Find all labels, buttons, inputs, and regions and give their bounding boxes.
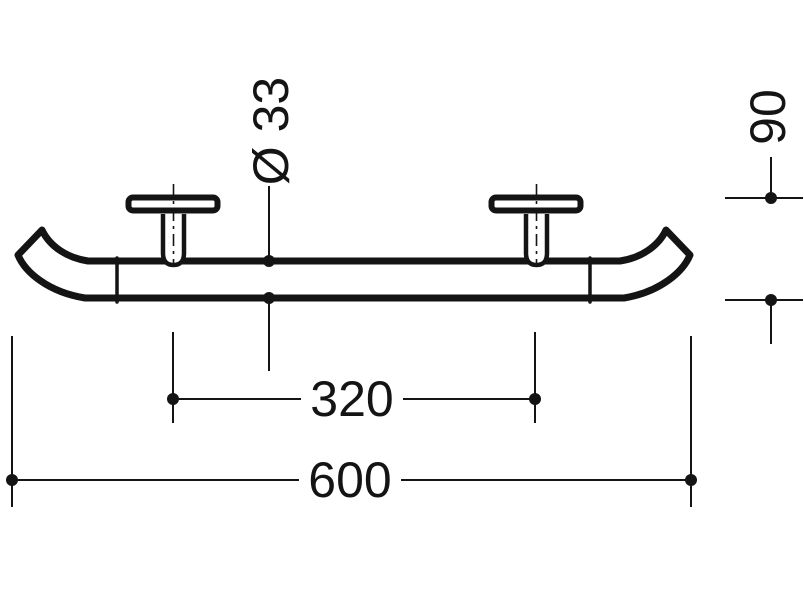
dimension-label-mounting-distance: 320 [310,371,393,427]
dimension-mounting-distance: 320 [167,332,541,427]
diameter-dot-top [263,255,275,267]
dimension-depth: 90 [725,89,803,344]
mounting-dot-right [529,393,541,405]
grab-bar [14,226,694,304]
dimension-label-overall-length: 600 [308,452,391,508]
dimension-label-depth: 90 [740,89,796,145]
length-dot-right [685,474,697,486]
dimension-diameter: Ø 33 [243,77,299,371]
mounting-dot-left [167,393,179,405]
dimension-label-diameter: Ø 33 [243,77,299,185]
mounting-post-left [125,184,221,268]
dimension-overall-length: 600 [6,336,697,508]
length-dot-left [6,474,18,486]
bar-tube-outline [14,226,694,302]
depth-dot-top [765,192,777,204]
mounting-post-right [488,184,584,268]
